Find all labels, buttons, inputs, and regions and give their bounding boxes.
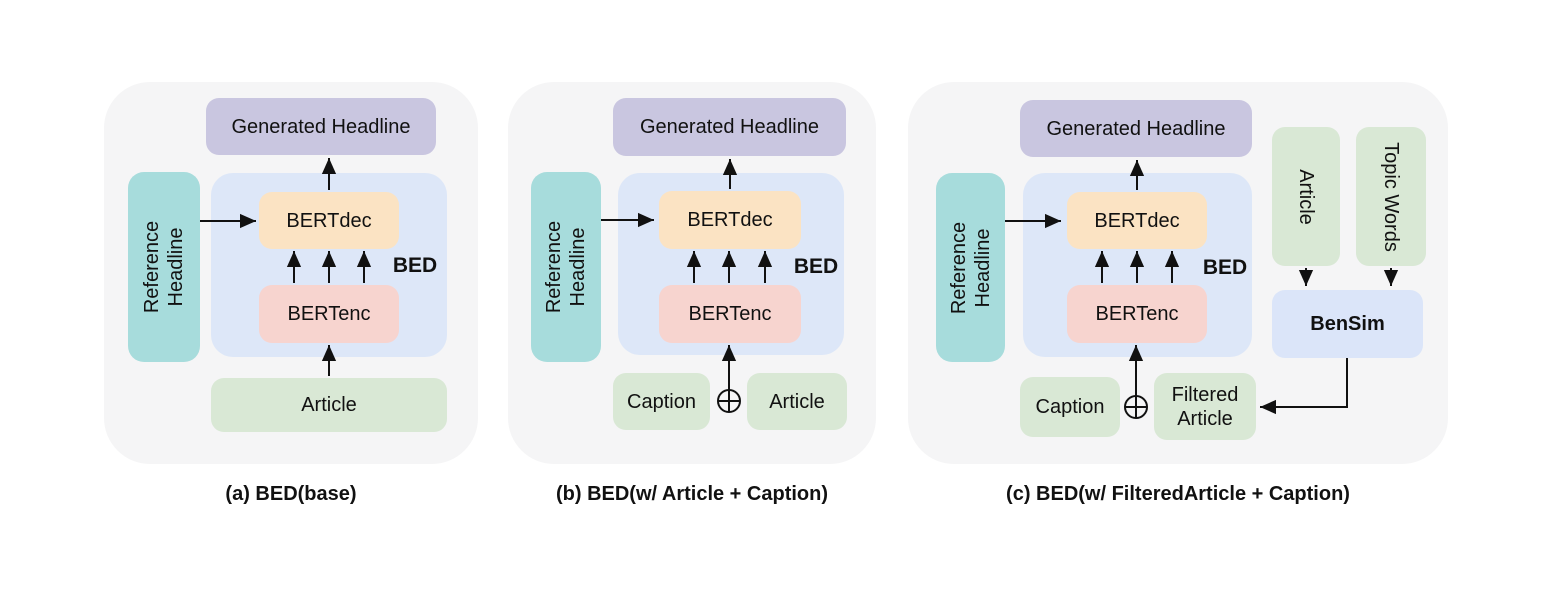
reference-headline-label: Reference Headline bbox=[141, 220, 187, 314]
reference-headline-label: Reference Headline bbox=[543, 220, 589, 314]
bed-label: BED bbox=[392, 254, 438, 277]
generated-headline-box: Generated Headline bbox=[613, 98, 846, 156]
reference-headline-box: Reference Headline bbox=[531, 172, 601, 362]
article-source-label: Article bbox=[1294, 168, 1317, 225]
filtered-article-box: Filtered Article bbox=[1154, 373, 1256, 440]
concat-plus-icon bbox=[717, 389, 741, 413]
concat-plus-icon bbox=[1124, 395, 1148, 419]
panel-bed-base: Generated Headline Reference Headline BE… bbox=[104, 82, 478, 464]
topic-words-box: Topic Words bbox=[1356, 127, 1426, 266]
bertenc-box: BERTenc bbox=[1067, 285, 1207, 343]
bertdec-box: BERTdec bbox=[259, 192, 399, 249]
caption-input-box: Caption bbox=[613, 373, 710, 430]
topic-words-label: Topic Words bbox=[1380, 141, 1403, 252]
bensim-box: BenSim bbox=[1272, 290, 1423, 358]
bed-label: BED bbox=[1202, 256, 1248, 279]
caption-input-box: Caption bbox=[1020, 377, 1120, 437]
bed-label: BED bbox=[793, 255, 839, 278]
generated-headline-box: Generated Headline bbox=[206, 98, 436, 155]
article-input-box: Article bbox=[211, 378, 447, 432]
panel-bed-filtered-article-caption: Generated Headline Reference Headline BE… bbox=[908, 82, 1448, 464]
article-input-box: Article bbox=[747, 373, 847, 430]
caption-panel-a: (a) BED(base) bbox=[225, 483, 357, 505]
bertenc-box: BERTenc bbox=[259, 285, 399, 343]
caption-panel-c: (c) BED(w/ FilteredArticle + Caption) bbox=[1006, 483, 1350, 505]
reference-headline-label: Reference Headline bbox=[947, 221, 994, 314]
bertenc-box: BERTenc bbox=[659, 285, 801, 343]
arrow-bensim-to-filtered-article bbox=[1260, 358, 1348, 415]
generated-headline-box: Generated Headline bbox=[1020, 100, 1252, 157]
reference-headline-box: Reference Headline bbox=[936, 173, 1005, 362]
reference-headline-box: Reference Headline bbox=[128, 172, 200, 362]
bertdec-box: BERTdec bbox=[659, 191, 801, 249]
panel-bed-article-caption: Generated Headline Reference Headline BE… bbox=[508, 82, 876, 464]
bertdec-box: BERTdec bbox=[1067, 192, 1207, 249]
caption-panel-b: (b) BED(w/ Article + Caption) bbox=[555, 483, 829, 505]
article-source-box: Article bbox=[1272, 127, 1340, 266]
